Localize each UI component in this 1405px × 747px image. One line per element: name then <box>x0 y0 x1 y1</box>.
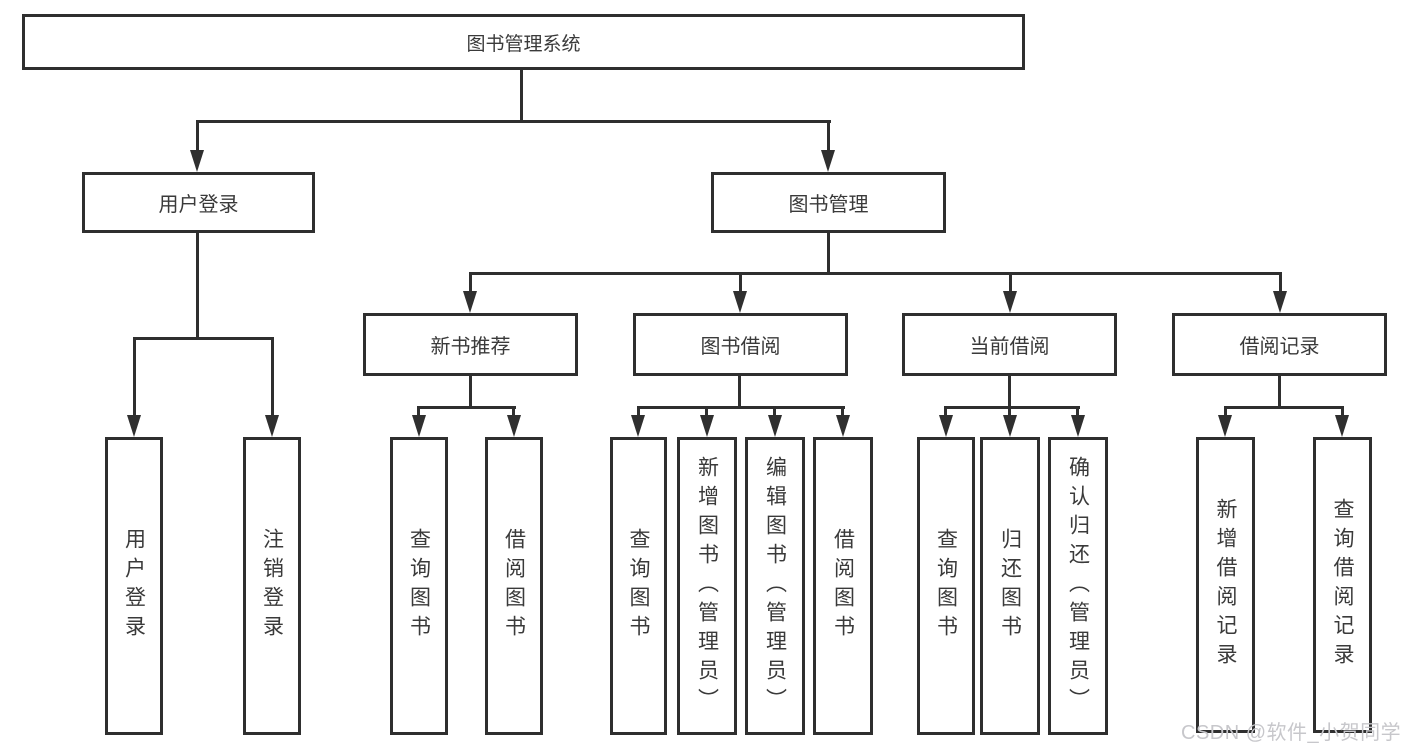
connector-drop-logout-action <box>271 337 274 417</box>
node-label: 图书管理系统 <box>466 33 581 55</box>
connector-drop-cb-query <box>944 406 947 417</box>
arrowhead-logout-action <box>265 415 279 437</box>
node-bb-query-books: 查询图书 <box>610 437 667 735</box>
connector-book-mgmt-stub <box>827 233 830 275</box>
node-label: 图书借阅 <box>700 336 781 358</box>
arrowhead-login-action <box>127 415 141 437</box>
node-label: 编辑图书（管理员） <box>763 455 787 717</box>
node-label: 查询图书 <box>934 528 958 644</box>
connector-drop-cb-return <box>1008 406 1011 417</box>
node-label: 用户登录 <box>158 194 239 216</box>
node-bb-edit-books-admin: 编辑图书（管理员） <box>745 437 805 735</box>
node-label: 查询借阅记录 <box>1331 498 1354 672</box>
connector-drop-nr-borrow <box>512 406 515 417</box>
connector-drop-br-query <box>1341 406 1344 417</box>
node-library-system: 图书管理系统 <box>22 14 1025 70</box>
connector-drop-new-book-rec <box>469 272 472 293</box>
node-label: 借阅图书 <box>831 528 855 644</box>
connector-new-book-rec-branch <box>417 406 516 409</box>
node-nr-borrow-books: 借阅图书 <box>485 437 543 735</box>
node-bb-borrow-books: 借阅图书 <box>813 437 873 735</box>
node-label: 新增借阅记录 <box>1214 498 1237 672</box>
csdn-watermark: CSDN @软件_小贺同学 <box>1181 722 1402 744</box>
node-label: 借阅记录 <box>1239 336 1320 358</box>
node-borrow-records: 借阅记录 <box>1172 313 1387 376</box>
connector-drop-bb-add <box>705 406 708 417</box>
arrowhead-book-mgmt <box>821 150 835 172</box>
connector-borrow-records-stub <box>1278 376 1281 409</box>
node-br-query-record: 查询借阅记录 <box>1313 437 1372 733</box>
arrowhead-br-add <box>1218 415 1232 437</box>
arrowhead-br-query <box>1335 415 1349 437</box>
connector-drop-bb-query <box>637 406 640 417</box>
node-user-login: 用户登录 <box>82 172 315 233</box>
node-book-mgmt: 图书管理 <box>711 172 946 233</box>
connector-drop-bb-edit <box>773 406 776 417</box>
connector-book-borrow-branch <box>637 406 845 409</box>
node-current-borrow: 当前借阅 <box>902 313 1117 376</box>
arrowhead-bb-borrow <box>836 415 850 437</box>
connector-user-login-branch <box>133 337 274 340</box>
connector-drop-nr-query <box>417 406 420 417</box>
node-label: 归还图书 <box>998 528 1022 644</box>
node-nr-query-books: 查询图书 <box>390 437 448 735</box>
connector-drop-current-borrow <box>1009 272 1012 293</box>
node-label: 用户登录 <box>122 528 146 644</box>
node-br-add-record: 新增借阅记录 <box>1196 437 1255 733</box>
node-label: 新书推荐 <box>430 336 511 358</box>
arrowhead-user-login <box>190 150 204 172</box>
arrowhead-cb-return <box>1003 415 1017 437</box>
node-new-book-rec: 新书推荐 <box>363 313 578 376</box>
connector-drop-user-login <box>196 120 199 152</box>
node-login-action: 用户登录 <box>105 437 163 735</box>
connector-drop-login-action <box>133 337 136 417</box>
arrowhead-bb-edit <box>768 415 782 437</box>
arrowhead-bb-query <box>631 415 645 437</box>
arrowhead-nr-query <box>412 415 426 437</box>
node-label: 图书管理 <box>788 194 869 216</box>
node-label: 查询图书 <box>627 528 650 644</box>
arrowhead-cb-query <box>939 415 953 437</box>
node-label: 注销登录 <box>260 528 284 644</box>
arrowhead-current-borrow <box>1003 291 1017 313</box>
node-cb-return-books: 归还图书 <box>980 437 1040 735</box>
connector-drop-borrow-records <box>1279 272 1282 293</box>
node-label: 新增图书（管理员） <box>695 455 719 717</box>
node-label: 确认归还（管理员） <box>1066 455 1090 717</box>
arrowhead-borrow-records <box>1273 291 1287 313</box>
node-cb-confirm-return-admin: 确认归还（管理员） <box>1048 437 1108 735</box>
connector-level1-branch <box>196 120 831 123</box>
connector-root-stub <box>520 70 523 120</box>
connector-current-borrow-branch <box>944 406 1080 409</box>
connector-level3-branch <box>469 272 1282 275</box>
connector-drop-cb-confirm <box>1076 406 1079 417</box>
node-label: 当前借阅 <box>969 336 1050 358</box>
arrowhead-cb-confirm <box>1071 415 1085 437</box>
node-book-borrow: 图书借阅 <box>633 313 848 376</box>
connector-current-borrow-stub <box>1008 376 1011 409</box>
node-label: 查询图书 <box>407 528 431 644</box>
connector-new-book-rec-stub <box>469 376 472 409</box>
connector-drop-br-add <box>1224 406 1227 417</box>
arrowhead-book-borrow <box>733 291 747 313</box>
node-cb-query-books: 查询图书 <box>917 437 975 735</box>
arrowhead-new-book-rec <box>463 291 477 313</box>
connector-drop-bb-borrow <box>841 406 844 417</box>
connector-borrow-records-branch <box>1224 406 1344 409</box>
node-label: 借阅图书 <box>502 528 526 644</box>
arrowhead-bb-add <box>700 415 714 437</box>
node-logout-action: 注销登录 <box>243 437 301 735</box>
connector-drop-book-mgmt <box>827 120 830 152</box>
connector-drop-book-borrow <box>739 272 742 293</box>
connector-user-login-stub <box>196 233 199 337</box>
arrowhead-nr-borrow <box>507 415 521 437</box>
connector-book-borrow-stub <box>738 376 741 409</box>
node-bb-add-books-admin: 新增图书（管理员） <box>677 437 737 735</box>
